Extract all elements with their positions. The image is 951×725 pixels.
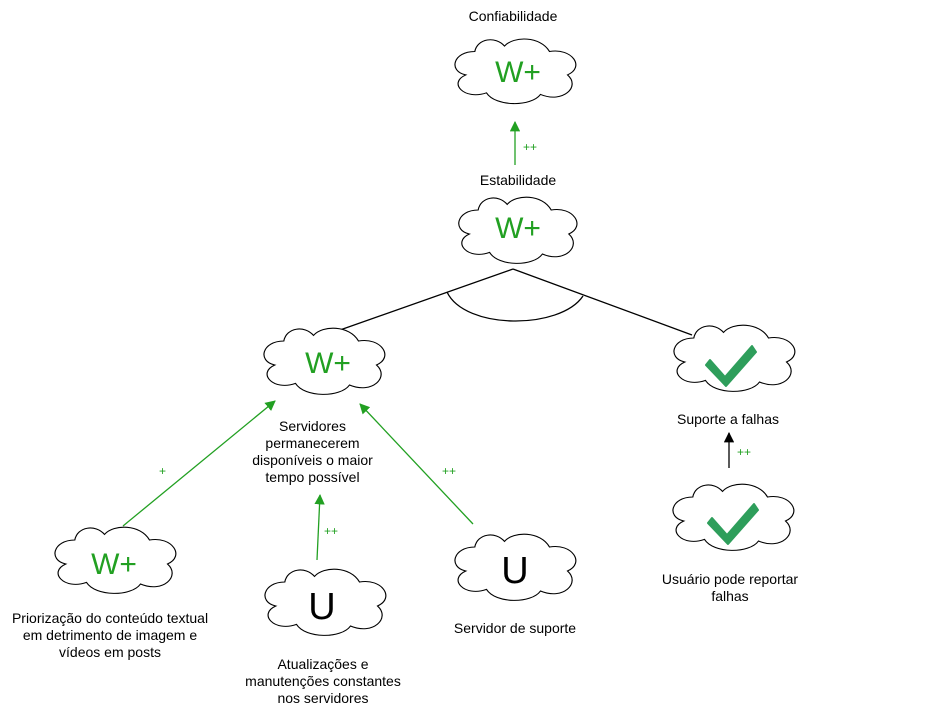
and-arc — [446, 291, 584, 322]
badge-atualizacoes: U — [308, 586, 336, 628]
label-usuario-reporta: Usuário pode reportar falhas — [661, 571, 799, 604]
check-icon — [705, 345, 757, 387]
edge-label-usuario-suporte: ++ — [737, 445, 752, 459]
label-estabilidade: Estabilidade — [479, 172, 557, 188]
edge-atual-serv — [314, 493, 325, 561]
label-confiabilidade: Confiabilidade — [468, 8, 558, 24]
edge-label-atual-serv: ++ — [324, 524, 339, 538]
edge-label-estab-confiab: ++ — [523, 140, 538, 154]
badge-priorizacao: W+ — [91, 548, 137, 581]
and-line-left — [339, 268, 514, 331]
cloud-suporte-falhas[interactable] — [673, 324, 796, 392]
label-atualizacoes: Atualizações e manutenções constantes no… — [245, 656, 401, 706]
badge-confiabilidade: W+ — [495, 56, 541, 89]
edge-label-prior-serv: + — [159, 464, 167, 478]
and-line-right — [512, 268, 693, 336]
badge-estabilidade: W+ — [495, 212, 541, 245]
label-servidor-suporte: Servidor de suporte — [453, 620, 577, 636]
edge-prior-serv — [122, 400, 276, 527]
edge-suporte-serv — [359, 403, 474, 525]
label-suporte-falhas: Suporte a falhas — [677, 411, 779, 427]
badge-servidor-suporte: U — [501, 550, 529, 592]
badge-servidores: W+ — [305, 347, 351, 380]
label-servidores: Servidores permanecerem disponíveis o ma… — [252, 418, 373, 485]
label-priorizacao: Priorização do conteúdo textual em detri… — [11, 610, 209, 660]
check-icon — [707, 503, 759, 545]
cloud-usuario-reporta[interactable] — [672, 483, 795, 551]
edge-label-suporte-serv: ++ — [442, 464, 457, 478]
